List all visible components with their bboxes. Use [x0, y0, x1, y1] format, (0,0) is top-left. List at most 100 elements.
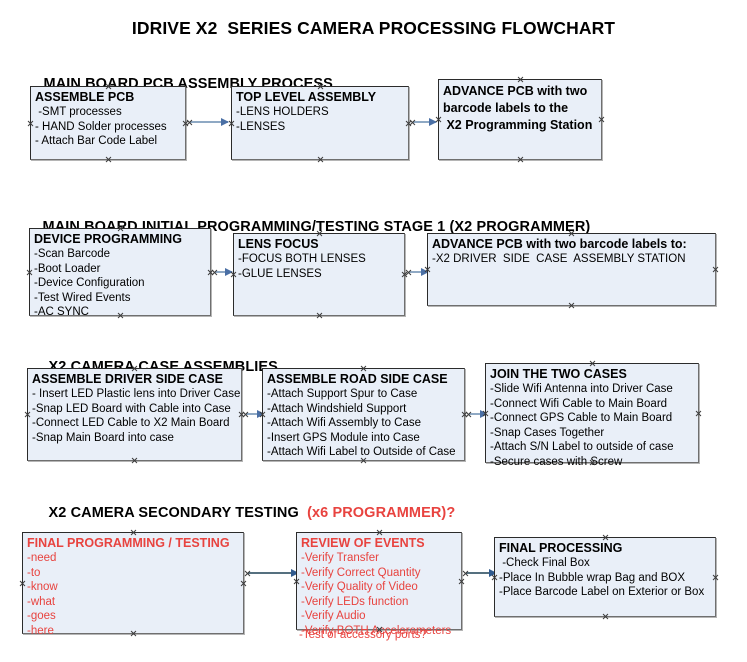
- connection-handle-top[interactable]: [360, 365, 367, 372]
- connection-handle-bottom[interactable]: [131, 457, 138, 464]
- node-assemble-pcb[interactable]: ASSEMBLE PCB -SMT processes - HAND Solde…: [30, 86, 186, 160]
- connector-tail-handle: [405, 269, 412, 276]
- connection-handle-left[interactable]: [26, 269, 33, 276]
- node-title: FINAL PROCESSING: [499, 541, 623, 555]
- page-title: IDRIVE X2 SERIES CAMERA PROCESSING FLOWC…: [131, 18, 616, 38]
- node-top-level-assembly[interactable]: TOP LEVEL ASSEMBLY -LENS HOLDERS -LENSES: [231, 86, 409, 160]
- connection-handle-top[interactable]: [602, 534, 609, 541]
- node-advance-pcb-to-programming-station[interactable]: ADVANCE PCB with two barcode labels to t…: [438, 79, 602, 160]
- connection-handle-top[interactable]: [517, 76, 524, 83]
- node-item: -Test Wired Events: [34, 291, 131, 304]
- node-join-the-two-cases[interactable]: JOIN THE TWO CASES -Slide Wifi Antenna i…: [485, 360, 699, 468]
- node-item: -know: [27, 581, 58, 593]
- node-item: -AC SYNC: [34, 306, 89, 318]
- arrow-head-icon: [429, 118, 437, 126]
- node-item: -Connect Wifi Cable to Main Board: [490, 397, 668, 410]
- node-title: LENS FOCUS: [238, 237, 319, 251]
- node-advance-pcb-to-driver-side-case[interactable]: ADVANCE PCB with two barcode labels to: …: [427, 233, 716, 306]
- arrow-head-icon: [257, 410, 265, 418]
- node-item: -Slide Wifi Antenna into Driver Case: [490, 383, 673, 395]
- node-item: -GLUE LENSES: [238, 267, 322, 280]
- node-item: -Snap Main Board into case: [32, 431, 174, 444]
- node-final-programming-testing[interactable]: FINAL PROGRAMMING / TESTING -need -to -k…: [19, 532, 244, 637]
- node-item: - Attach Bar Code Label: [35, 135, 158, 147]
- connector-tail-handle: [465, 411, 472, 418]
- connector-driver-side-to-road-side[interactable]: [246, 410, 265, 418]
- node-title: ASSEMBLE PCB: [35, 90, 135, 104]
- node-item: -Snap Cases Together: [490, 426, 605, 439]
- node-assemble-road-side-case[interactable]: ASSEMBLE ROAD SIDE CASE -Attach Support …: [262, 368, 465, 461]
- node-item: -Insert GPS Module into Case: [267, 431, 420, 444]
- connection-handle-left[interactable]: [228, 120, 235, 127]
- node-title: ADVANCE PCB with two barcode labels to t…: [443, 84, 593, 132]
- connection-handle-bottom[interactable]: [568, 302, 575, 309]
- node-item: -FOCUS BOTH LENSES: [238, 253, 366, 265]
- connector-tail-handle: [242, 411, 249, 418]
- node-final-processing[interactable]: FINAL PROCESSING -Check Final Box -Place…: [494, 537, 716, 617]
- node-lens-focus[interactable]: LENS FOCUS -FOCUS BOTH LENSES -GLUE LENS…: [233, 233, 405, 316]
- connection-handle-left[interactable]: [293, 578, 300, 585]
- node-item: -Verify Correct Quantity: [301, 566, 421, 579]
- node-assemble-driver-side-case[interactable]: ASSEMBLE DRIVER SIDE CASE - Insert LED P…: [27, 368, 242, 461]
- node-item: - Insert LED Plastic lens into Driver Ca…: [32, 388, 241, 400]
- node-item: -Attach Support Spur to Case: [267, 388, 418, 400]
- connection-handle-bottom[interactable]: [316, 312, 323, 319]
- arrow-head-icon: [421, 268, 429, 276]
- section-heading-x2-camera-secondary-testing: X2 CAMERA SECONDARY TESTING (x6 PROGRAMM…: [32, 489, 456, 537]
- node-item: -Boot Loader: [34, 262, 101, 275]
- node-item: -Device Configuration: [34, 277, 145, 289]
- connection-handle-left[interactable]: [19, 580, 26, 587]
- node-review-of-events[interactable]: REVIEW OF EVENTS -Verify Transfer -Verif…: [293, 532, 462, 637]
- connector-tail-handle: [462, 570, 469, 577]
- node-title: ASSEMBLE DRIVER SIDE CASE: [32, 372, 224, 386]
- node-item: -Scan Barcode: [34, 248, 111, 260]
- node-item: -Verify LEDs function: [301, 595, 409, 608]
- arrow-head-icon: [480, 410, 488, 418]
- connection-handle-bottom[interactable]: [517, 156, 524, 163]
- node-item: -Verify Audio: [301, 610, 366, 622]
- arrow-head-icon: [221, 118, 229, 126]
- connection-handle-left[interactable]: [27, 120, 34, 127]
- connection-handle-left[interactable]: [24, 411, 31, 418]
- node-item: -what: [27, 595, 56, 608]
- node-item: -goes: [27, 610, 56, 622]
- node-item: -Verify Transfer: [301, 552, 379, 564]
- connection-handle-bottom[interactable]: [317, 156, 324, 163]
- node-title: FINAL PROGRAMMING / TESTING: [27, 536, 230, 550]
- node-item: - HAND Solder processes: [35, 120, 167, 133]
- node-item: -here: [27, 624, 54, 637]
- node-item: -Secure cases with Screw: [490, 455, 623, 468]
- node-item: -to: [27, 566, 41, 579]
- connector-top-level-to-advance-pcb[interactable]: [413, 118, 437, 126]
- node-item: -SMT processes: [35, 106, 122, 118]
- node-title: JOIN THE TWO CASES: [490, 367, 627, 381]
- connection-handle-top[interactable]: [589, 360, 596, 367]
- connector-final-programming-to-review-of-events[interactable]: [248, 569, 299, 577]
- connector-review-of-events-to-final-processing[interactable]: [466, 569, 497, 577]
- section-heading-accent: (x6 PROGRAMMER)?: [307, 505, 456, 521]
- connection-handle-bottom[interactable]: [105, 156, 112, 163]
- connector-assemble-pcb-to-top-level[interactable]: [190, 118, 229, 126]
- node-title: ADVANCE PCB with two barcode labels to:: [432, 237, 687, 251]
- node-item: -Connect GPS Cable to Main Board: [490, 412, 673, 424]
- node-item: -Connect LED Cable to X2 Main Board: [32, 417, 230, 429]
- connector-tail-handle: [211, 269, 218, 276]
- node-item: -Snap LED Board with Cable into Case: [32, 402, 231, 415]
- node-device-programming[interactable]: DEVICE PROGRAMMING -Scan Barcode -Boot L…: [26, 228, 211, 318]
- connector-tail-handle: [244, 570, 251, 577]
- arrow-head-icon: [225, 268, 233, 276]
- connector-device-programming-to-lens-focus[interactable]: [215, 268, 233, 276]
- connection-handle-right[interactable]: [712, 266, 719, 273]
- connector-road-side-to-join-cases[interactable]: [469, 410, 488, 418]
- connection-handle-bottom[interactable]: [602, 613, 609, 620]
- connector-lens-focus-to-advance-pcb[interactable]: [409, 268, 429, 276]
- connector-tail-handle: [186, 119, 193, 126]
- node-item: -Place In Bubble wrap Bag and BOX: [499, 571, 686, 584]
- node-item: -LENSES: [236, 120, 286, 133]
- node-item: -Verify Quality of Video: [301, 581, 418, 593]
- node-item: -LENS HOLDERS: [236, 106, 329, 118]
- node-item: -Verify BOTH Accelerometers: [301, 624, 452, 637]
- node-item: -Attach Wifi Label to Outside of Case: [267, 446, 456, 458]
- node-item: -Attach S/N Label to outside of case: [490, 441, 674, 453]
